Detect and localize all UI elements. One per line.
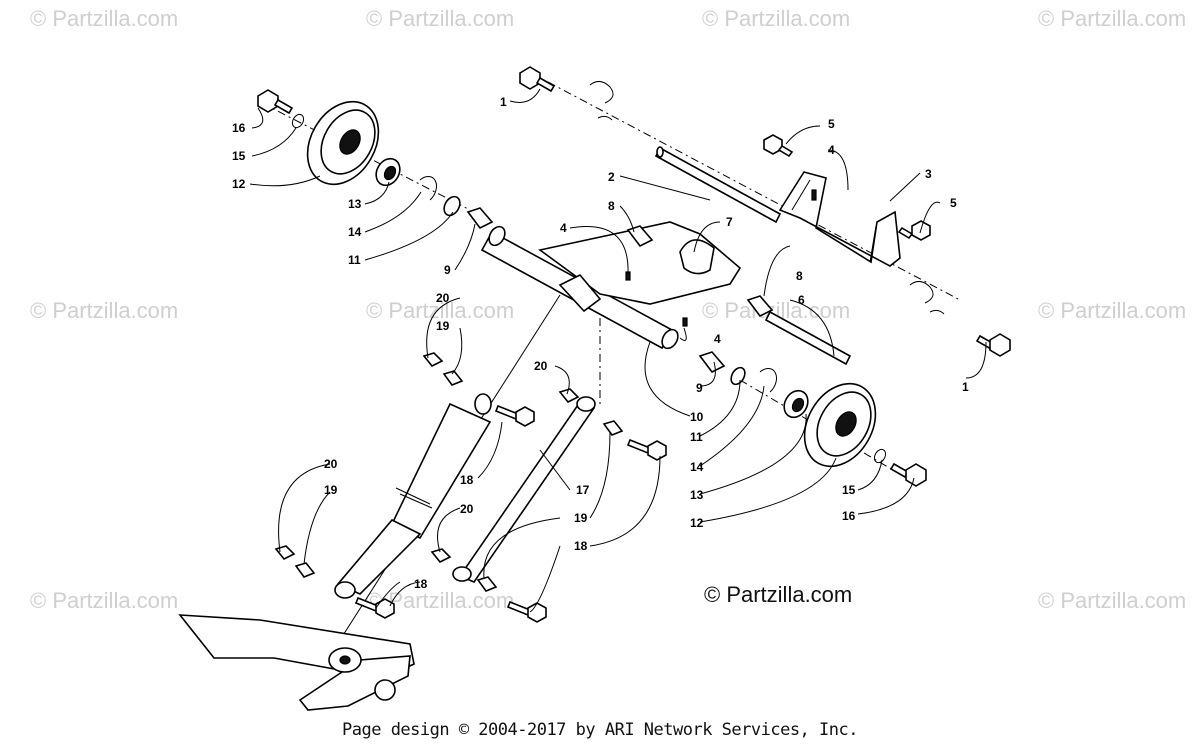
shaft-bolt-right [975,333,1011,357]
callout-5: 5 [950,196,957,210]
callout-6: 6 [798,293,805,307]
front-arm-bracket [778,171,901,267]
watermark-text: © Partzilla.com [30,298,178,323]
callout-11: 11 [348,253,361,267]
callout-20: 20 [324,457,338,471]
shock-bolt-lower [354,596,395,619]
callout-4: 4 [560,221,567,235]
shock-absorber [334,393,492,599]
bearing-lower [783,389,809,419]
callout-2: 2 [608,170,615,184]
callout-18: 18 [414,577,428,591]
callout-13: 13 [690,488,704,502]
leader-lines [249,88,987,613]
callout-20: 20 [534,359,548,373]
link-spacer-upper [602,420,624,436]
watermark-text: © Partzilla.com [366,6,514,31]
spacer-bushing-upper [466,207,494,230]
idler-wheel-lower [803,382,877,468]
shock-bushing-lower [274,545,296,561]
callout-14: 14 [690,460,704,474]
callout-7: 7 [726,215,733,229]
callout-9: 9 [444,263,451,277]
callout-labels: 1 1 2 3 4 4 4 5 5 6 7 8 8 9 9 10 11 11 1… [232,95,969,591]
link-bushing-upper [558,388,580,404]
spacer-washer-upper [443,195,461,217]
link-bushing-lower [430,548,452,564]
arm-bumper [679,239,715,275]
callout-1: 1 [962,380,969,394]
callout-18: 18 [460,473,474,487]
shock-bushing-upper [422,352,444,368]
callout-5: 5 [828,117,835,131]
shock-spacer-lower [294,562,316,578]
shock-spacer-upper [442,370,464,386]
idler-wheel-upper [306,100,380,186]
brand-watermark: © Partzilla.com [704,582,853,607]
watermark-text: © Partzilla.com [1038,6,1186,31]
link-bolt-upper [626,438,667,461]
callout-11: 11 [690,430,703,444]
watermark-text: © Partzilla.com [702,6,850,31]
callout-4: 4 [714,332,721,346]
callout-8: 8 [796,269,803,283]
watermark-layer: © Partzilla.com © Partzilla.com © Partzi… [30,6,1186,613]
link-arm [452,396,596,583]
page-footer: Page design © 2004-2017 by ARI Network S… [342,720,858,740]
callout-3: 3 [925,167,932,181]
callout-19: 19 [436,319,450,333]
callout-16: 16 [842,509,856,523]
watermark-text: © Partzilla.com [30,588,178,613]
front-arm-shaft [654,146,782,224]
watermark-text: © Partzilla.com [366,298,514,323]
callout-12: 12 [232,177,246,191]
idler-bolt-lower [889,462,927,487]
slide-rail-frame [178,614,415,711]
bearing-upper [375,157,401,187]
shaft-bolt-top [519,66,556,93]
callout-15: 15 [842,483,856,497]
callout-19: 19 [574,511,588,525]
callout-9: 9 [696,381,703,395]
spacer-washer-lower [730,366,746,386]
callout-19: 19 [324,483,338,497]
washer-upper [291,113,305,129]
watermark-text: © Partzilla.com [30,6,178,31]
callout-13: 13 [348,197,362,211]
shaft-break-mark [589,81,945,315]
snap-ring-lower [759,368,777,393]
callout-18: 18 [574,539,588,553]
link-bolt-lower [506,600,547,623]
bracket-bolt-right [897,220,931,241]
spacer-bushing-lower [698,351,726,374]
callout-1: 1 [500,95,507,109]
snap-ring-upper [419,176,437,201]
callout-4: 4 [828,143,835,157]
callout-15: 15 [232,149,246,163]
link-spacer-lower [476,576,498,592]
watermark-text: © Partzilla.com [1038,298,1186,323]
callout-20: 20 [460,502,474,516]
callout-8: 8 [608,199,615,213]
bracket-bolt-left [763,134,794,158]
callout-14: 14 [348,225,362,239]
shock-bolt-upper [494,404,535,427]
callout-17: 17 [576,483,590,497]
bushing-lower [746,295,774,318]
callout-20: 20 [436,291,450,305]
idler-bolt-upper [257,89,294,115]
callout-12: 12 [690,516,704,530]
callout-10: 10 [690,410,704,424]
rear-arm-shaft [764,310,852,366]
watermark-text: © Partzilla.com [1038,588,1186,613]
washer-lower [873,448,887,464]
callout-16: 16 [232,121,246,135]
